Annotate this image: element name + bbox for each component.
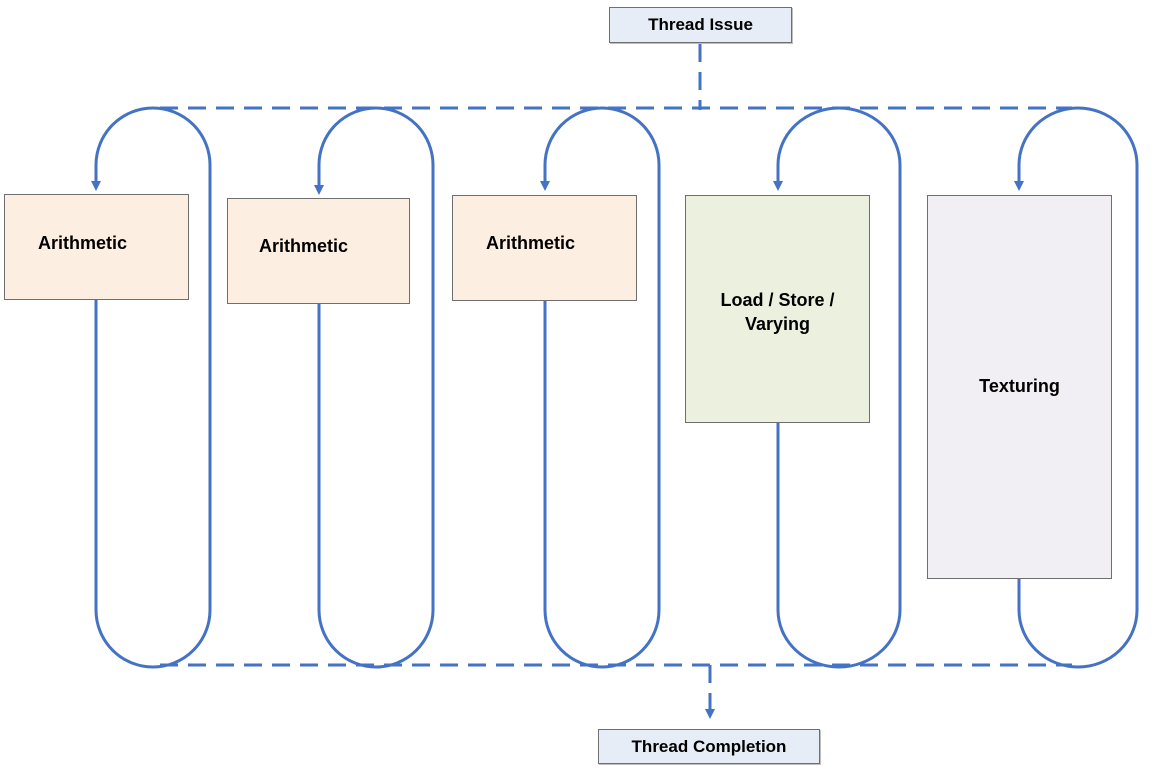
loop-3-return-path	[540, 106, 661, 669]
stage-box-arithmetic-3: Arithmetic	[452, 195, 637, 301]
thread-issue-text: Thread Issue	[648, 15, 753, 34]
stage-label-arithmetic-3: Arithmetic	[486, 233, 576, 253]
loop-4-return-path	[773, 106, 902, 669]
thread-issue-label: Thread Issue	[609, 7, 792, 43]
stage-box-load-store-varying: Load / Store / Varying	[685, 195, 870, 423]
loop-5-return-path	[1014, 106, 1139, 669]
stage-box-arithmetic-2: Arithmetic	[227, 198, 410, 304]
loop-2-return-path	[314, 106, 435, 669]
stage-label-load-store-varying: Load / Store / Varying	[720, 290, 835, 334]
stage-box-texturing: Texturing	[927, 195, 1112, 579]
stage-label-arithmetic-1: Arithmetic	[38, 233, 128, 253]
thread-completion-text: Thread Completion	[631, 737, 787, 756]
stage-label-arithmetic-2: Arithmetic	[259, 236, 349, 256]
stage-box-arithmetic-1: Arithmetic	[4, 194, 189, 300]
thread-completion-label: Thread Completion	[598, 729, 820, 764]
stage-label-texturing: Texturing	[979, 376, 1060, 396]
loop-1-return-path	[91, 106, 212, 669]
